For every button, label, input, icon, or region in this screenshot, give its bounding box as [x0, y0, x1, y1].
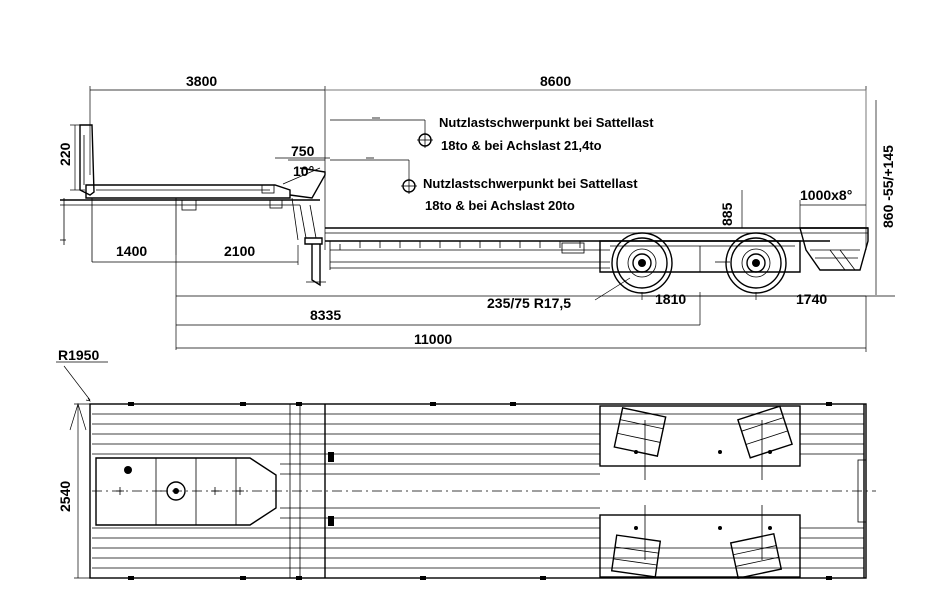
dimension-label-1740: 1740: [796, 291, 827, 307]
dimension-label-8335: 8335: [310, 307, 341, 323]
side-view: 3800 8600 220: [57, 73, 896, 352]
axle-group: [599, 240, 801, 273]
wheel-well-top: [599, 405, 801, 480]
tyre-size-label: 235/75 R17,5: [487, 295, 571, 311]
gooseneck-step: [289, 167, 326, 287]
dimension-label-8600: 8600: [540, 73, 571, 89]
dimension-label-1400: 1400: [116, 243, 147, 259]
dimension-total-length: 11000: [176, 296, 867, 352]
gooseneck-body: [60, 124, 320, 262]
dimension-width: 2540: [57, 402, 92, 579]
dimension-ramp: 1000x8°: [799, 187, 866, 228]
cog-note-1-line1: Nutzlastschwerpunkt bei Sattellast: [439, 115, 654, 130]
dimension-kingpin-offset: 2100: [176, 243, 299, 265]
dimension-gooseneck-length: 3800: [89, 73, 326, 250]
dimension-kingpin-to-axle: 8335: [175, 255, 700, 350]
kingpin-plate: [95, 457, 277, 526]
wheel-rear: [725, 232, 787, 294]
cog-note-1-line2: 18to & bei Achslast 21,4to: [441, 138, 602, 153]
cog-note-2-line2: 18to & bei Achslast 20to: [425, 198, 575, 213]
dimension-rear-overhang: 1740: [756, 291, 866, 307]
wheel-well-bottom: [599, 505, 801, 580]
dimension-label-10deg: 10°: [293, 163, 314, 179]
dimension-step-height: 750 10°: [275, 143, 330, 185]
dimension-front-overhang: 1400: [92, 243, 176, 263]
dimension-gooseneck-height: 220: [57, 124, 85, 191]
dimension-deck-height-range: 860 -55/+145: [875, 100, 896, 295]
top-view: R1950 2540: [56, 347, 876, 580]
dimension-label-ramp: 1000x8°: [800, 187, 852, 203]
dimension-label-860: 860 -55/+145: [880, 145, 896, 228]
dimension-deck-length: 8600: [325, 73, 867, 250]
center-of-gravity-marker-2: Nutzlastschwerpunkt bei Sattellast 18to …: [330, 157, 638, 213]
dimension-label-11000: 11000: [414, 331, 452, 347]
main-deck: [325, 89, 868, 270]
dimension-label-750: 750: [291, 143, 315, 159]
center-of-gravity-marker-1: Nutzlastschwerpunkt bei Sattellast 18to …: [330, 115, 654, 153]
rear-ramp: [799, 227, 869, 271]
tyre-size-callout: 235/75 R17,5: [487, 277, 631, 311]
dimension-label-2100: 2100: [224, 243, 255, 259]
dimension-label-2540: 2540: [57, 481, 73, 512]
dimension-turning-radius: R1950: [56, 347, 108, 402]
stake-pockets: [128, 402, 832, 580]
dimension-label-1810: 1810: [655, 291, 686, 307]
dimension-label-885: 885: [719, 202, 735, 226]
dimension-label-3800: 3800: [186, 73, 217, 89]
dimension-axle-spacing: 1810: [641, 291, 757, 325]
dimension-label-220: 220: [57, 142, 73, 166]
cog-note-2-line1: Nutzlastschwerpunkt bei Sattellast: [423, 176, 638, 191]
wheel-front: [611, 232, 673, 294]
dimension-label-r1950: R1950: [58, 347, 99, 363]
deck-planks: [92, 404, 864, 578]
dimension-deck-height: 885: [719, 190, 746, 229]
